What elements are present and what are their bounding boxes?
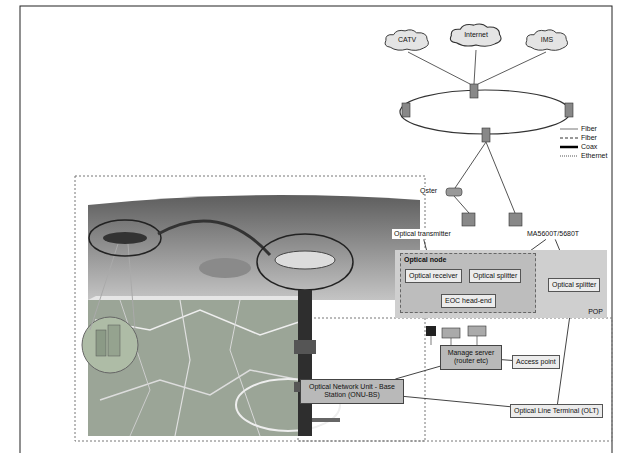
legend-sample: [560, 126, 578, 132]
node-text: Manage server (router etc): [448, 349, 495, 364]
device-label: Qster: [418, 187, 439, 194]
server-box: Manage server (router etc): [440, 345, 502, 370]
legend-text: Fiber: [581, 134, 597, 141]
node-text: Optical splitter: [473, 272, 517, 279]
link-line: [404, 396, 510, 406]
device-box: Optical receiver: [405, 269, 462, 283]
node-text: Access point: [516, 358, 556, 365]
node-text: POP: [588, 308, 603, 316]
device-box: Optical splitter: [469, 269, 521, 283]
legend-sample: [560, 153, 578, 159]
base-station-box: Optical Network Unit - Base Station (ONU…: [300, 379, 404, 404]
node-text: Optical receiver: [409, 272, 458, 279]
legend-row: Coax: [560, 142, 607, 151]
optical-node-box: Optical nodeOptical receiver Optical spli…: [400, 253, 536, 313]
pop-band: POPOptical nodeOptical receiverOptical s…: [395, 250, 607, 318]
device-box: Optical splitter: [548, 278, 600, 292]
node-text: Optical Line Terminal (OLT): [514, 407, 599, 414]
legend-row: Ethernet: [560, 151, 607, 160]
link-line: [395, 366, 440, 379]
device-label: Optical transmitter: [392, 229, 453, 239]
node-text: EOC head-end: [445, 297, 492, 304]
legend: FiberFiberCoaxEthernet: [560, 124, 607, 160]
cloud-node: Internet: [448, 22, 504, 48]
legend-row: Fiber: [560, 124, 607, 133]
cloud-node: IMS: [524, 28, 570, 52]
node-text: Optical Network Unit - Base Station (ONU…: [309, 383, 395, 398]
device-box: Access point: [512, 355, 560, 369]
node-text: Optical splitter: [552, 281, 596, 288]
legend-row: Fiber: [560, 133, 607, 142]
node-text: Optical node: [404, 256, 446, 263]
node-text: Internet: [464, 31, 488, 39]
legend-text: Fiber: [581, 125, 597, 132]
node-text: CATV: [398, 36, 416, 44]
device-label: MA5600T/5680T: [525, 229, 581, 239]
node-text: IMS: [541, 36, 553, 44]
device-box: EOC head-end: [441, 294, 496, 308]
terminal-box: Optical Line Terminal (OLT): [510, 404, 603, 418]
legend-text: Coax: [581, 143, 597, 150]
link-line: [502, 359, 512, 361]
legend-text: Ethernet: [581, 152, 607, 159]
cloud-node: CATV: [383, 28, 431, 52]
node-text: MA5600T/5680T: [527, 230, 579, 237]
node-text: Optical transmitter: [394, 230, 451, 237]
legend-sample: [560, 144, 578, 150]
legend-sample: [560, 135, 578, 141]
